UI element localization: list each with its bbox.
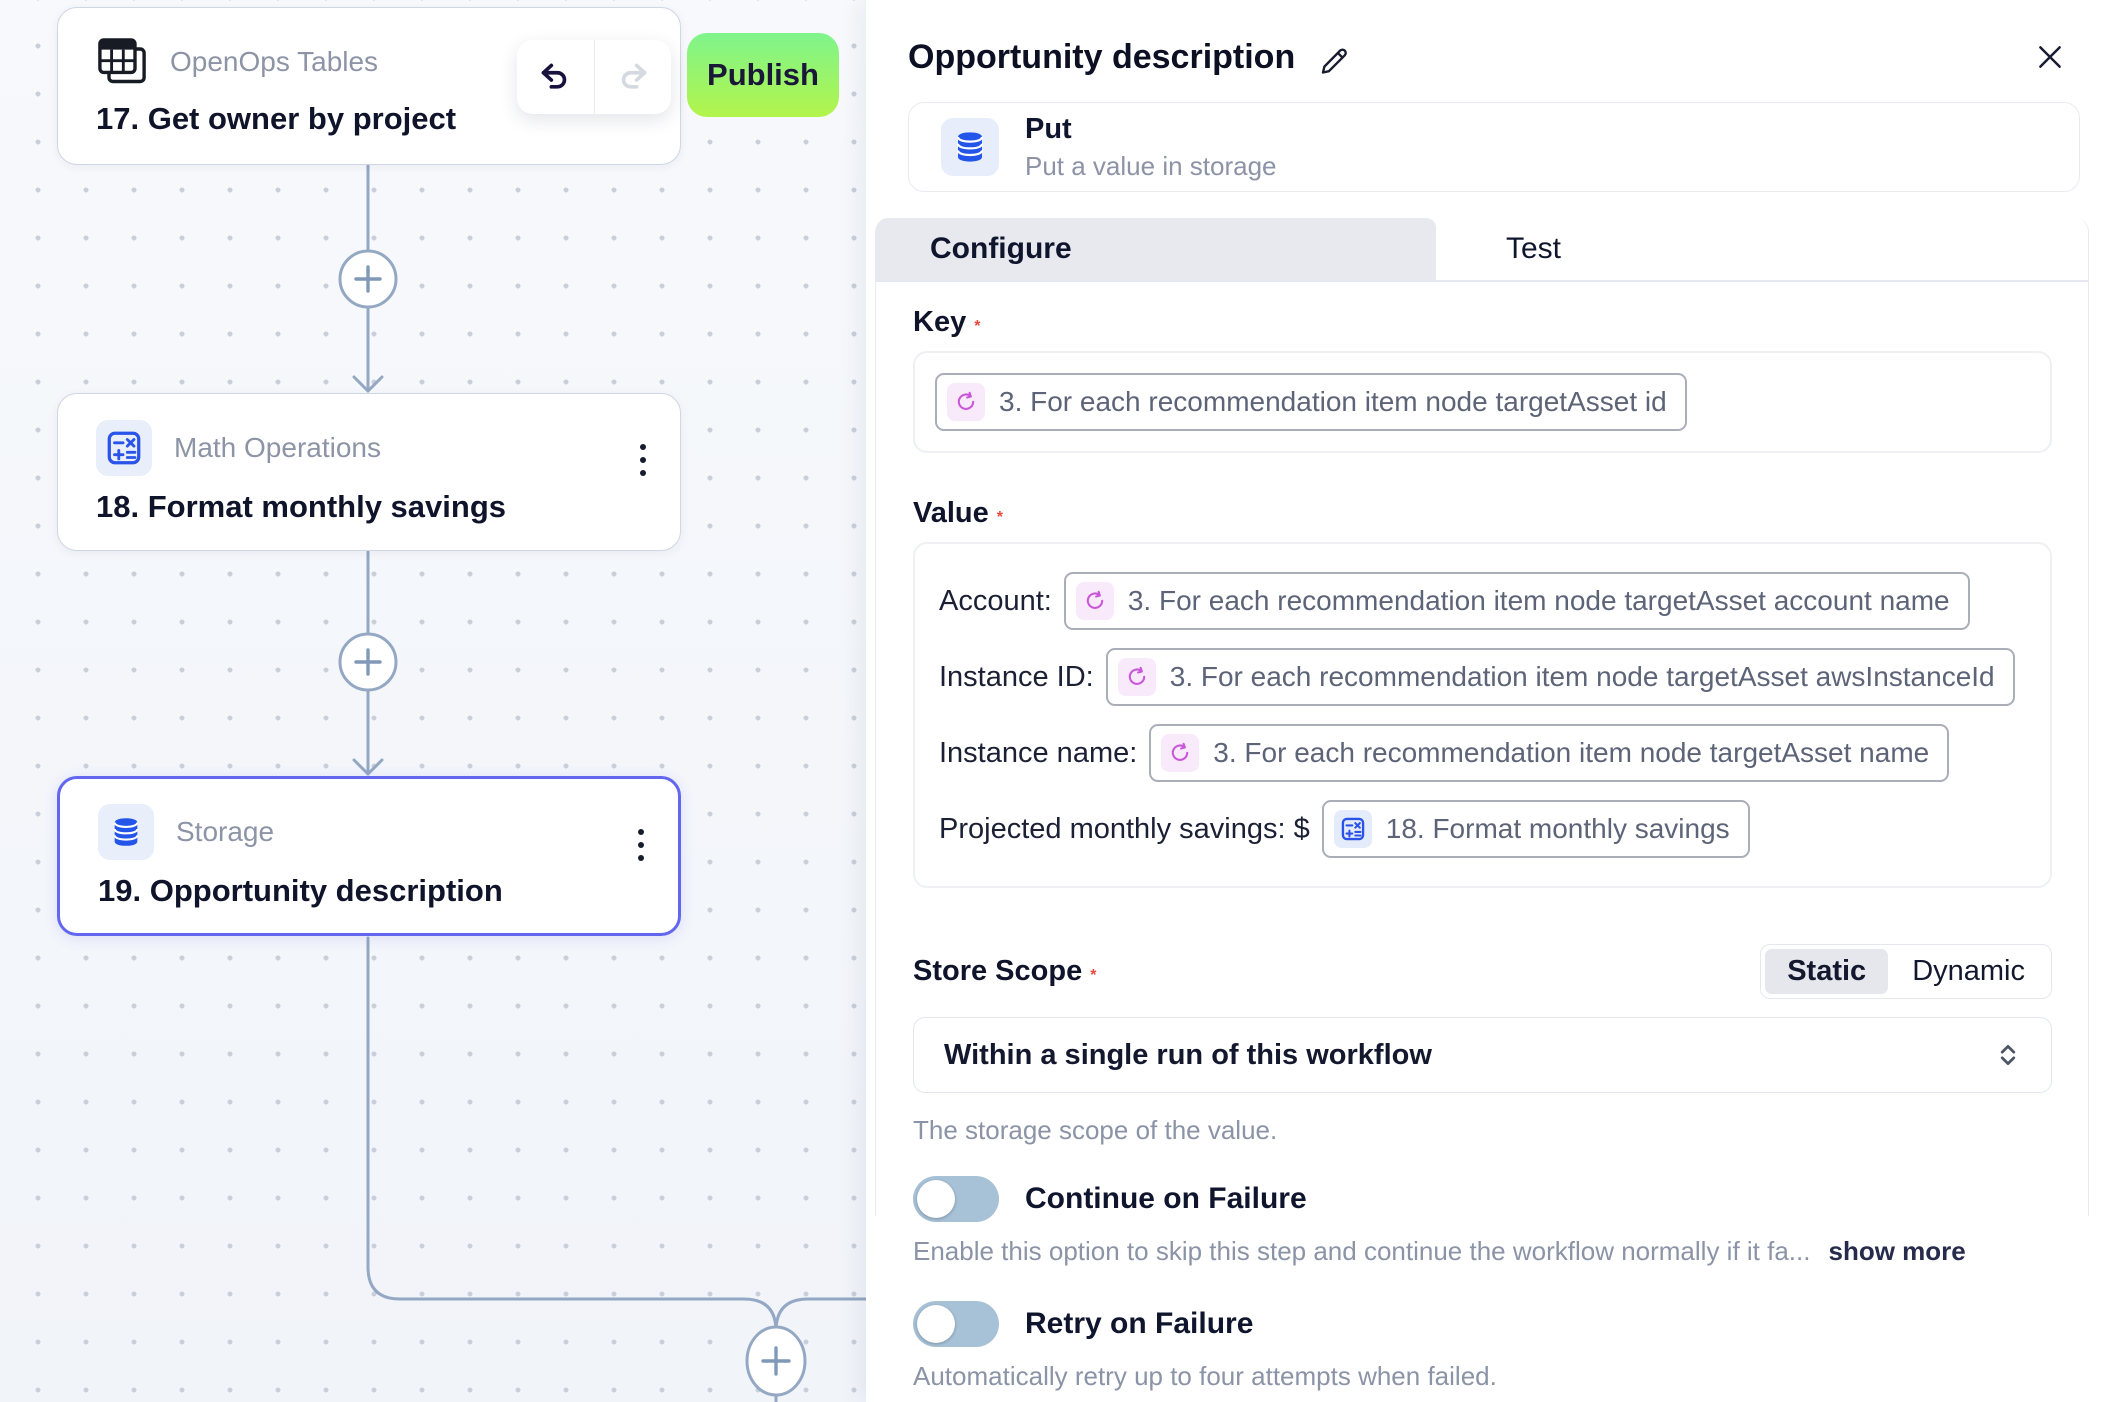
history-toolbar — [517, 40, 671, 114]
token-chip[interactable]: 3. For each recommendation item node tar… — [1063, 572, 1970, 630]
tab-configure[interactable]: Configure — [876, 218, 1436, 280]
continue-on-failure-help: Enable this option to skip this step and… — [913, 1236, 1811, 1266]
connector-line — [366, 936, 778, 1402]
value-label: Value — [913, 497, 989, 529]
loop-icon — [1161, 734, 1200, 772]
required-asterisk: * — [974, 318, 981, 335]
node-menu-button[interactable] — [634, 438, 652, 482]
pencil-icon — [1322, 48, 1348, 74]
store-scope-select[interactable]: Within a single run of this workflow — [913, 1017, 2052, 1093]
action-name: Put — [1025, 112, 1072, 145]
toggle-knob — [917, 1305, 955, 1343]
value-row-account: Account: 3. For each recommendation item… — [939, 572, 2026, 630]
value-field: Value* Account: 3. For each recommend — [913, 497, 2052, 888]
panel-tabs: Configure Test — [876, 218, 2088, 282]
value-row-instance-id: Instance ID: 3. For each recommendation … — [939, 648, 2026, 706]
value-row-instance-name: Instance name: 3. For each recommendatio… — [939, 724, 2026, 782]
connector-layer — [338, 164, 920, 1402]
node-app-label: OpenOps Tables — [170, 45, 379, 77]
token-chip[interactable]: 18. Format monthly savings — [1321, 800, 1750, 858]
store-scope-label: Store Scope — [913, 955, 1083, 987]
math-operations-icon — [96, 419, 152, 476]
scope-mode-static[interactable]: Static — [1765, 949, 1889, 994]
step-node-opportunity-description[interactable]: Storage 19. Opportunity description — [57, 776, 681, 936]
value-row-projected-savings: Projected monthly savings: $ 18. F — [939, 800, 2026, 858]
node-step-title: 19. Opportunity description — [98, 872, 503, 908]
show-more-link[interactable]: show more — [1828, 1236, 1966, 1266]
node-step-title: 18. Format monthly savings — [96, 488, 506, 524]
continue-on-failure-toggle[interactable] — [913, 1176, 999, 1222]
tables-icon — [98, 37, 146, 83]
action-summary-card: Put Put a value in storage — [908, 102, 2080, 192]
retry-on-failure-toggle[interactable] — [913, 1301, 999, 1347]
panel-header: Opportunity description — [866, 0, 2105, 78]
token-text: 3. For each recommendation item node tar… — [1169, 661, 1995, 692]
loop-icon — [1075, 582, 1114, 620]
token-text: 18. Format monthly savings — [1385, 813, 1730, 844]
plus-icon — [354, 648, 382, 676]
key-field: Key * 3. For each recommendation item nod… — [913, 306, 2052, 453]
add-step-button[interactable] — [745, 1325, 807, 1397]
token-text: 3. For each recommendation item node tar… — [1127, 585, 1950, 616]
node-menu-button[interactable] — [632, 823, 650, 867]
settings-form: Configure Test Key * — [875, 218, 2089, 1391]
rename-step-button[interactable] — [1313, 36, 1355, 78]
connector-arrow — [352, 758, 384, 776]
store-scope-field: Store Scope * Static Dynamic — [913, 944, 2052, 999]
loop-icon — [1117, 658, 1156, 696]
publish-button[interactable]: Publish — [687, 33, 839, 117]
token-chip[interactable]: 3. For each recommendation item node tar… — [1149, 724, 1950, 782]
key-label: Key — [913, 306, 967, 338]
continue-on-failure-label: Continue on Failure — [1025, 1182, 1307, 1215]
scope-mode-toggle: Static Dynamic — [1760, 944, 2052, 999]
required-asterisk: * — [1090, 967, 1097, 984]
row-label: Account: — [939, 584, 1052, 617]
redo-button[interactable] — [595, 40, 672, 114]
node-step-title: 17. Get owner by project — [96, 100, 457, 136]
key-token-chip[interactable]: 3. For each recommendation item node tar… — [935, 373, 1687, 431]
close-panel-button[interactable] — [2031, 38, 2069, 76]
close-icon — [2039, 46, 2061, 68]
plus-icon — [761, 1346, 791, 1376]
row-label: Projected monthly savings: $ — [939, 812, 1310, 845]
row-label: Instance name: — [939, 736, 1138, 769]
retry-on-failure-help: Automatically retry up to four attempts … — [913, 1361, 1497, 1391]
value-input[interactable]: Account: 3. For each recommendation item… — [913, 542, 2052, 888]
loop-icon — [947, 383, 985, 421]
connector-line — [774, 1297, 920, 1333]
tab-test[interactable]: Test — [1506, 232, 1562, 265]
panel-title: Opportunity description — [908, 37, 1296, 76]
retry-on-failure-label: Retry on Failure — [1025, 1307, 1254, 1340]
chevron-updown-icon — [2000, 1044, 2016, 1066]
key-input[interactable]: 3. For each recommendation item node tar… — [913, 351, 2052, 453]
node-app-label: Math Operations — [174, 431, 381, 463]
retry-on-failure-row: Retry on Failure — [913, 1301, 2052, 1347]
store-scope-value: Within a single run of this workflow — [944, 1038, 1432, 1071]
storage-icon — [98, 803, 154, 860]
action-description: Put a value in storage — [1025, 150, 1277, 181]
add-step-button[interactable] — [338, 249, 398, 309]
redo-icon — [621, 63, 647, 89]
step-settings-panel: Opportunity description — [866, 0, 2105, 1402]
step-node-format-savings[interactable]: Math Operations 18. Format monthly savin… — [57, 393, 681, 551]
undo-button[interactable] — [517, 40, 595, 114]
token-text: 3. For each recommendation item node tar… — [999, 386, 1667, 417]
storage-icon — [941, 118, 999, 176]
connector-arrow — [352, 375, 384, 393]
token-chip[interactable]: 3. For each recommendation item node tar… — [1105, 648, 2015, 706]
toggle-knob — [917, 1180, 955, 1218]
plus-icon — [354, 265, 382, 293]
store-scope-help: The storage scope of the value. — [913, 1115, 1278, 1145]
required-asterisk: * — [996, 509, 1004, 526]
node-app-label: Storage — [176, 815, 275, 847]
add-step-button[interactable] — [338, 632, 398, 692]
token-text: 3. For each recommendation item node tar… — [1213, 737, 1930, 768]
undo-icon — [541, 63, 567, 89]
row-label: Instance ID: — [939, 660, 1094, 693]
continue-on-failure-row: Continue on Failure — [913, 1176, 2052, 1222]
math-operations-icon — [1333, 810, 1372, 848]
scope-mode-dynamic[interactable]: Dynamic — [1912, 955, 2025, 987]
